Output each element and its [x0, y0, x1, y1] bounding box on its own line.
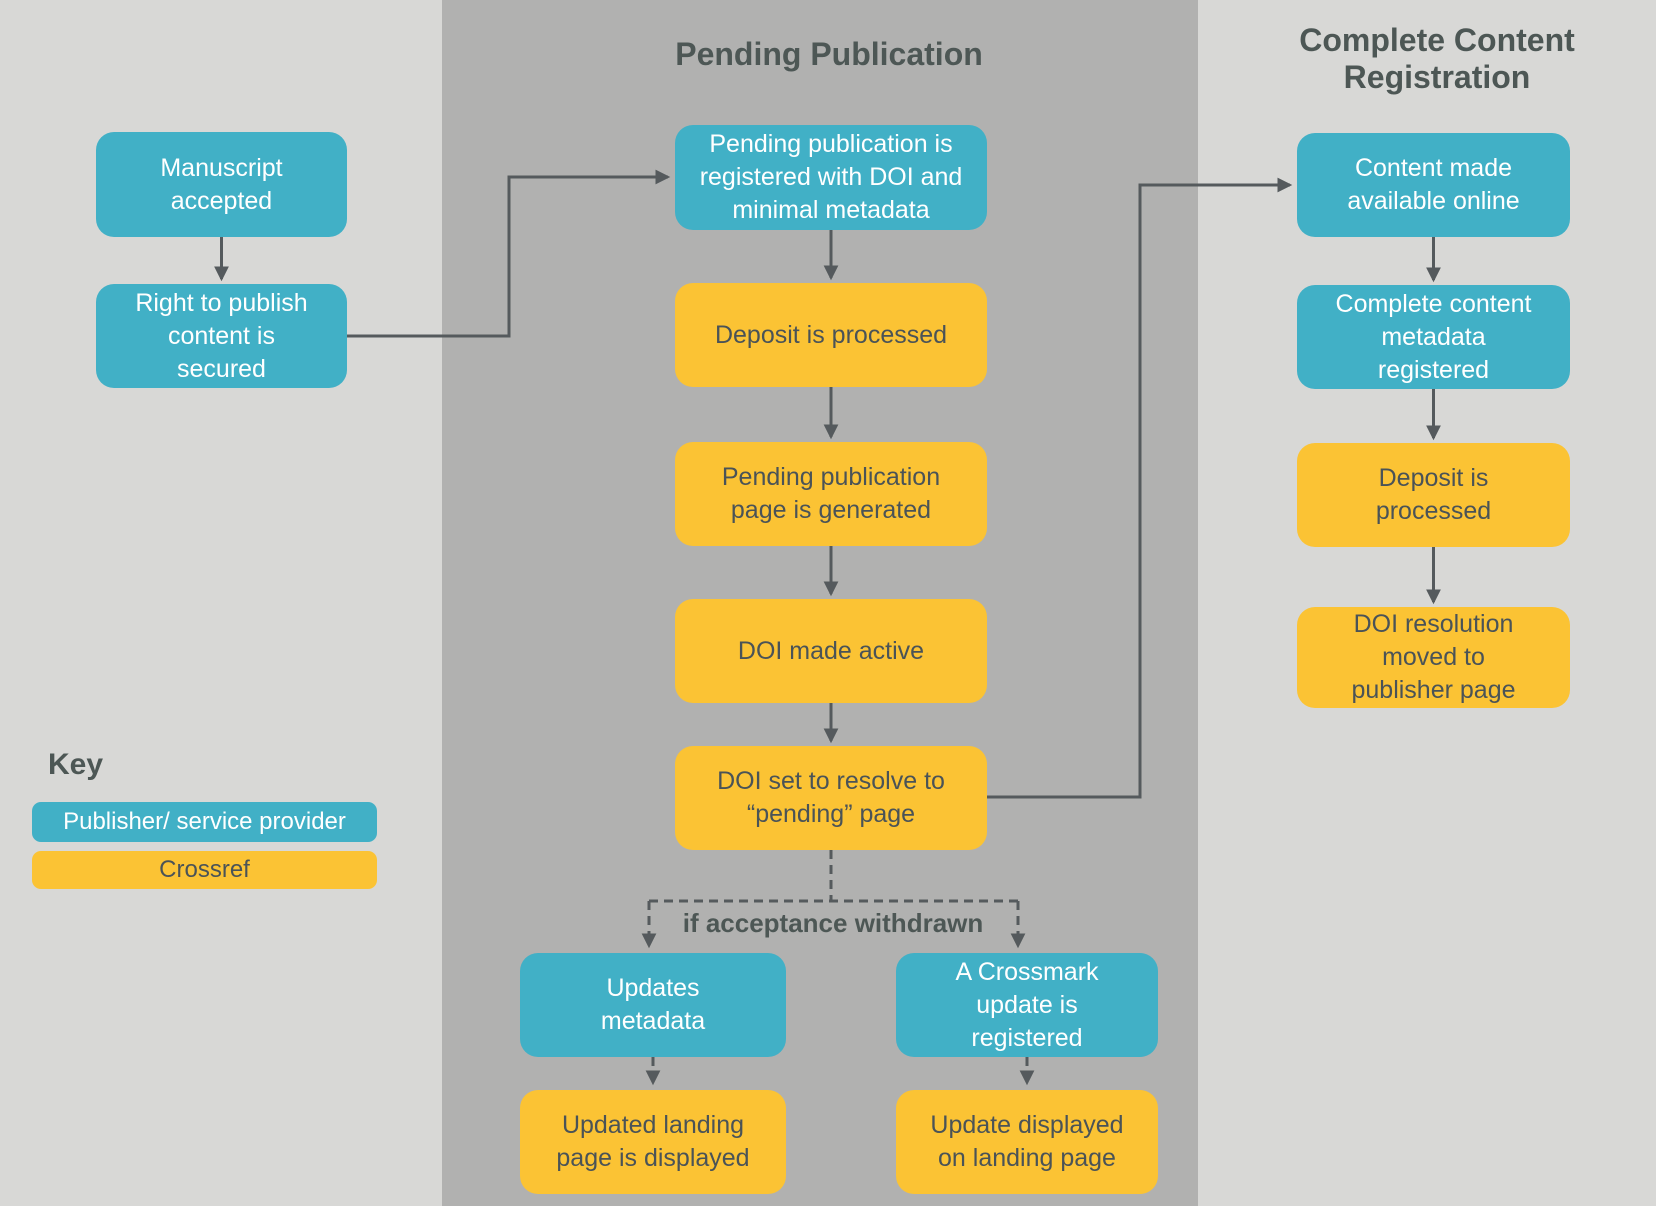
complete-content-registration-title: Complete Content Registration — [1299, 22, 1575, 95]
node-manuscript-accepted: Manuscript accepted — [96, 132, 347, 237]
node-doi-set-resolve: DOI set to resolve to “pending” page — [675, 746, 987, 850]
node-deposit-processed-pending: Deposit is processed — [675, 283, 987, 387]
node-pending-registered: Pending publication is registered with D… — [675, 125, 987, 230]
node-updated-landing-page: Updated landing page is displayed — [520, 1090, 786, 1194]
if-acceptance-withdrawn-label: if acceptance withdrawn — [682, 908, 984, 938]
node-deposit-processed-complete: Deposit is processed — [1297, 443, 1570, 547]
node-right-to-publish: Right to publish content is secured — [96, 284, 347, 388]
pending-publication-title: Pending Publication — [675, 36, 983, 72]
node-content-available-online: Content made available online — [1297, 133, 1570, 237]
node-complete-metadata-registered: Complete content metadata registered — [1297, 285, 1570, 389]
node-update-displayed: Update displayed on landing page — [896, 1090, 1158, 1194]
node-pending-page-generated: Pending publication page is generated — [675, 442, 987, 546]
node-crossmark-update: A Crossmark update is registered — [896, 953, 1158, 1057]
node-doi-made-active: DOI made active — [675, 599, 987, 703]
key-publisher-swatch: Publisher/ service provider — [32, 802, 377, 842]
key-crossref-swatch: Crossref — [32, 851, 377, 889]
key-title: Key — [48, 748, 104, 781]
node-doi-resolution-moved: DOI resolution moved to publisher page — [1297, 607, 1570, 708]
node-updates-metadata: Updates metadata — [520, 953, 786, 1057]
